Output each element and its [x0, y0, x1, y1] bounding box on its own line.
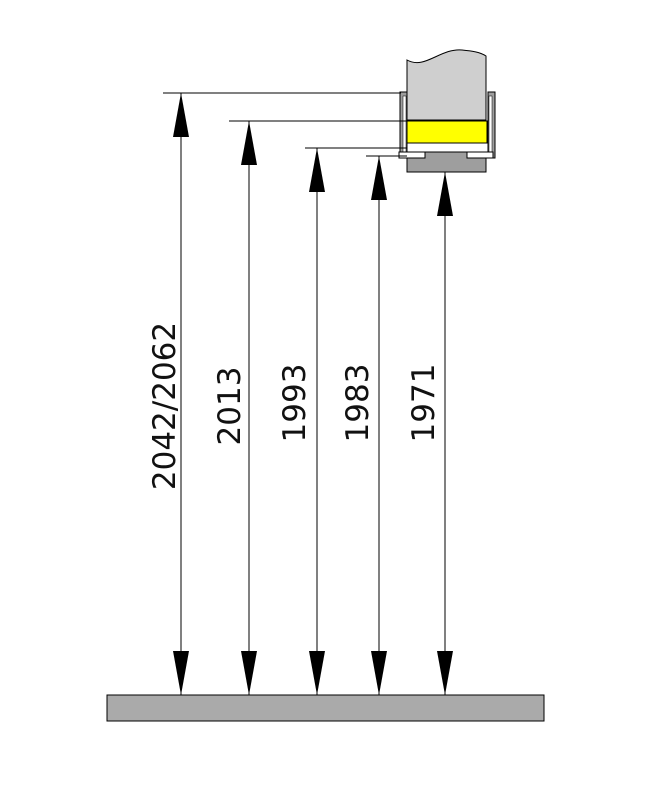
door-profile — [398, 49, 496, 173]
dimension-label-4: 1983 — [340, 364, 376, 443]
door-leaf — [406, 49, 487, 121]
arrow-up-icon — [437, 172, 453, 216]
dimension-line-1: 2042/2062 — [147, 93, 189, 695]
arrow-up-icon — [173, 93, 189, 137]
extension-lines — [163, 92, 407, 157]
arrow-down-icon — [173, 651, 189, 695]
arrow-down-icon — [437, 651, 453, 695]
arrow-up-icon — [371, 156, 387, 200]
dimension-line-2: 2013 — [212, 121, 257, 695]
arrow-down-icon — [371, 651, 387, 695]
arrow-down-icon — [309, 651, 325, 695]
dimension-line-5: 1971 — [406, 172, 453, 695]
arrow-up-icon — [309, 148, 325, 192]
dimension-label-1: 2042/2062 — [147, 322, 183, 490]
dimension-line-4: 1983 — [340, 156, 387, 695]
floor-slab — [106, 694, 545, 722]
arrow-down-icon — [241, 651, 257, 695]
dimension-label-2: 2013 — [212, 367, 248, 446]
dimension-line-3: 1993 — [277, 148, 325, 695]
arrow-up-icon — [241, 121, 257, 165]
dimension-label-3: 1993 — [277, 364, 313, 443]
dimension-label-5: 1971 — [406, 364, 442, 443]
yellow-seal — [406, 120, 488, 144]
